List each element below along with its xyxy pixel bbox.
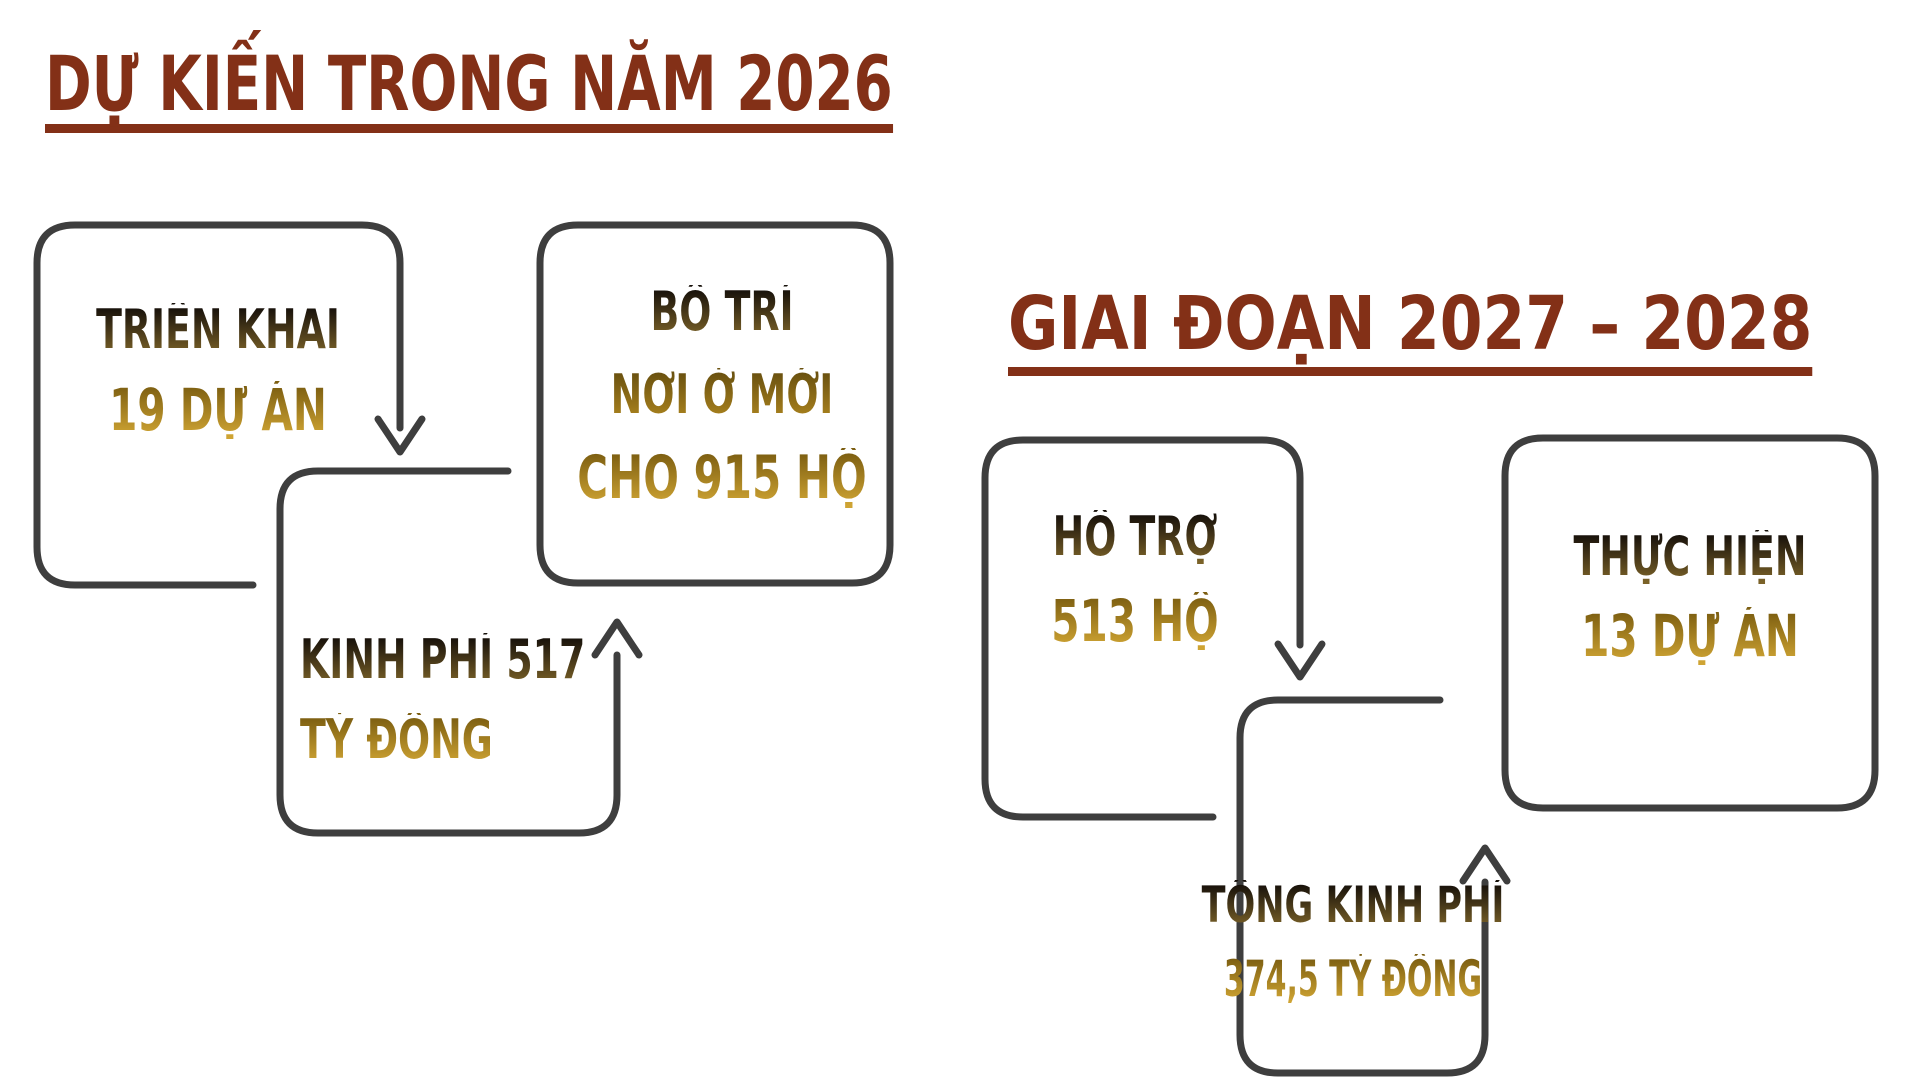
box-trien-khai-outline: [33, 221, 404, 589]
box-trien-khai-label: TRIỂN KHAI: [0, 303, 498, 357]
box-kinh-phi-label: KINH PHÍ 517: [300, 628, 586, 691]
box-thuc-hien-value: 13 DỰ ÁN: [1410, 607, 1920, 665]
box-trien-khai-value: 19 DỰ ÁN: [0, 381, 498, 439]
arrow-down-icon: [1274, 640, 1326, 681]
box-ho-tro-outline: [981, 436, 1304, 821]
arrow-down-icon: [374, 415, 426, 456]
box-ho-tro-value: 513 HỘ: [855, 592, 1415, 650]
box-tong-kinh-phi-outline: [1236, 696, 1489, 1077]
box-tong-kinh-phi-value: 374,5 TỶ ĐỒNG: [1113, 954, 1593, 1004]
arrow-up-icon: [1459, 844, 1511, 885]
box-bo-tri-sublabel: NƠI Ở MỚI: [442, 368, 1002, 422]
box-ho-tro-label: HỖ TRỢ: [855, 510, 1415, 564]
box-kinh-phi-outline: [276, 467, 621, 837]
box-thuc-hien-label: THỰC HIỆN: [1410, 530, 1920, 584]
box-tong-kinh-phi-label: TỔNG KINH PHÍ: [1073, 880, 1633, 930]
box-bo-tri-value: CHO 915 HỘ: [442, 448, 1002, 508]
section-title-2026: DỰ KIẾN TRONG NĂM 2026: [45, 46, 893, 133]
box-thuc-hien-outline: [1501, 434, 1879, 812]
section-title-2027-2028: GIAI ĐOẠN 2027 – 2028: [1008, 287, 1813, 376]
arrow-up-icon: [591, 618, 643, 659]
box-kinh-phi-value: TỶ ĐỒNG: [300, 708, 493, 771]
box-bo-tri-outline: [536, 221, 894, 587]
box-bo-tri-label: BỐ TRÍ: [442, 285, 1002, 339]
